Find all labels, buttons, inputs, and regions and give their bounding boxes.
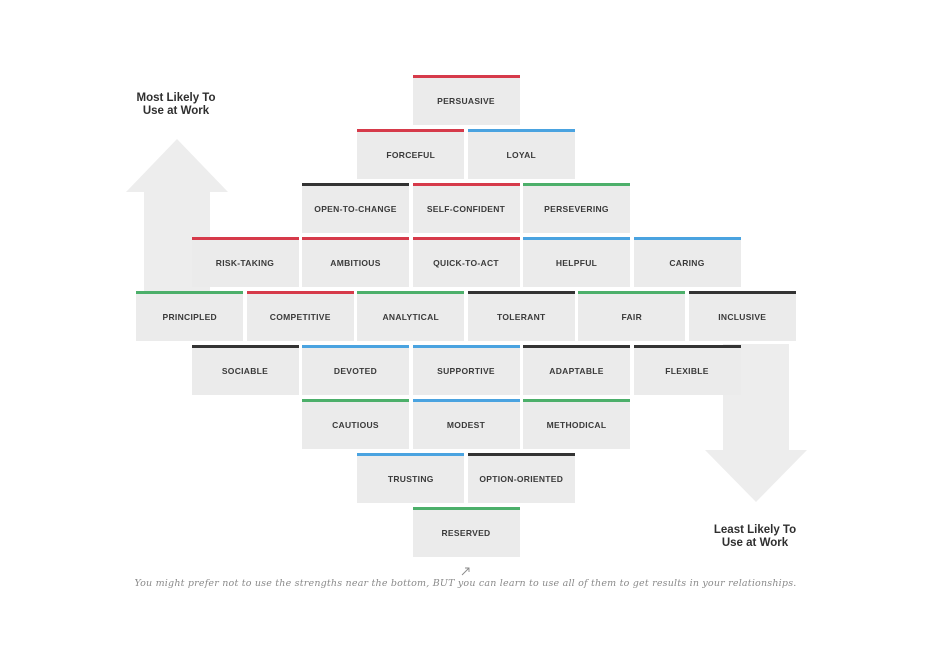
- strength-tile: SOCIABLE: [191, 345, 299, 395]
- strength-tile-label: OPTION-ORIENTED: [479, 473, 564, 484]
- strength-tile: ADAPTABLE: [523, 345, 630, 395]
- strength-tile-label: MODEST: [446, 419, 486, 430]
- strength-tile-label: CARING: [669, 257, 705, 268]
- strength-tile-label: PRINCIPLED: [162, 311, 217, 322]
- strength-tile-label: HELPFUL: [555, 257, 598, 268]
- strength-tile: AMBITIOUS: [302, 237, 409, 287]
- strength-tile-label: TOLERANT: [496, 311, 546, 322]
- strength-tile-label: SELF-CONFIDENT: [426, 203, 506, 214]
- strength-tile: LOYAL: [467, 129, 575, 179]
- strength-tile-label: FAIR: [621, 311, 643, 322]
- strength-tile: TOLERANT: [467, 291, 575, 341]
- strength-tile-label: RESERVED: [441, 527, 491, 538]
- strength-tile: SUPPORTIVE: [412, 345, 520, 395]
- strength-tile-label: AMBITIOUS: [330, 257, 381, 268]
- strength-tile: FAIR: [578, 291, 686, 341]
- strength-tile: OPEN-TO-CHANGE: [302, 183, 409, 233]
- strength-tile-label: COMPETITIVE: [269, 311, 331, 322]
- strength-tile: DEVOTED: [302, 345, 409, 395]
- strength-tile-label: QUICK-TO-ACT: [433, 257, 499, 268]
- strength-tile: PRINCIPLED: [136, 291, 244, 341]
- most-likely-label: Most Likely To Use at Work: [136, 92, 216, 117]
- footnote: You might prefer not to use the strength…: [134, 578, 797, 589]
- strength-tile-label: TRUSTING: [387, 473, 434, 484]
- strength-tile-label: OPEN-TO-CHANGE: [314, 203, 397, 214]
- strength-tile-label: INCLUSIVE: [718, 311, 767, 322]
- strength-tile-label: PERSUASIVE: [437, 95, 495, 106]
- strength-tile-label: ANALYTICAL: [382, 311, 440, 322]
- least-likely-label: Least Likely To Use at Work: [713, 524, 797, 549]
- strength-tile: OPTION-ORIENTED: [467, 453, 575, 503]
- strength-tile-label: FLEXIBLE: [665, 365, 709, 376]
- strength-tile: COMPETITIVE: [246, 291, 354, 341]
- strength-tile: HELPFUL: [523, 237, 630, 287]
- strength-tile-label: FORCEFUL: [386, 149, 436, 160]
- strength-tile: PERSEVERING: [523, 183, 630, 233]
- strength-tile: METHODICAL: [523, 399, 630, 449]
- strength-tile: INCLUSIVE: [688, 291, 796, 341]
- strength-tile: CAUTIOUS: [302, 399, 409, 449]
- strength-tile: SELF-CONFIDENT: [412, 183, 520, 233]
- strength-tile: TRUSTING: [357, 453, 465, 503]
- strength-tile-label: SOCIABLE: [221, 365, 269, 376]
- strength-tile-label: CAUTIOUS: [332, 419, 379, 430]
- strength-tile: ANALYTICAL: [357, 291, 465, 341]
- strength-tile: FLEXIBLE: [633, 345, 741, 395]
- strength-tile-label: SUPPORTIVE: [437, 365, 495, 376]
- strength-tile: CARING: [633, 237, 741, 287]
- strength-tile: PERSUASIVE: [412, 75, 520, 125]
- strength-tile: RESERVED: [412, 507, 520, 557]
- strength-tile-label: RISK-TAKING: [215, 257, 275, 268]
- strength-tile: MODEST: [412, 399, 520, 449]
- strength-tile-label: PERSEVERING: [544, 203, 609, 214]
- strength-tile: QUICK-TO-ACT: [412, 237, 520, 287]
- strength-tile-label: ADAPTABLE: [549, 365, 604, 376]
- strength-tile: RISK-TAKING: [191, 237, 299, 287]
- strength-tile: FORCEFUL: [357, 129, 465, 179]
- strength-tile-label: LOYAL: [506, 149, 537, 160]
- strength-tile-label: METHODICAL: [546, 419, 607, 430]
- strength-tile-label: DEVOTED: [333, 365, 378, 376]
- pointer-arrow-icon: [461, 567, 470, 576]
